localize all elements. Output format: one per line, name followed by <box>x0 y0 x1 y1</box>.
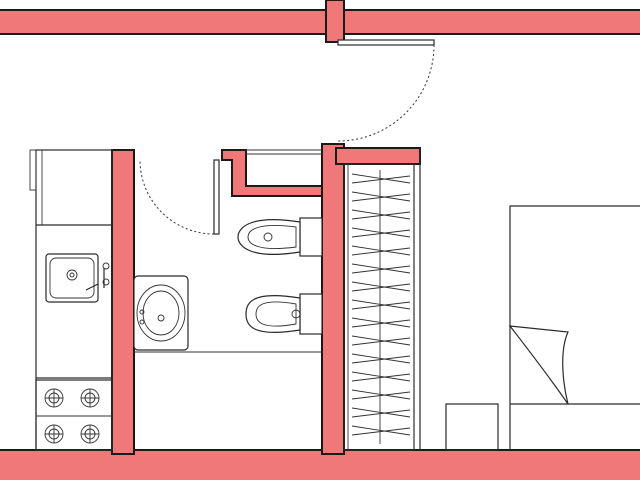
nightstand <box>445 403 499 451</box>
top-wall-right <box>343 9 640 35</box>
door-pillar <box>325 0 345 43</box>
bathroom-shaft-wall <box>221 149 323 197</box>
bathroom <box>133 149 323 353</box>
bathroom-right-wall <box>321 143 345 455</box>
wardrobe-top-wall <box>335 147 421 165</box>
bidet <box>245 293 323 335</box>
entrance-door-swing <box>337 44 435 142</box>
bottom-wall <box>0 449 640 480</box>
kitchen-bathroom-wall <box>111 149 135 455</box>
burner-top-right <box>80 388 100 408</box>
kitchenette <box>29 149 113 451</box>
washbasin <box>133 275 189 351</box>
top-wall-left <box>0 9 327 35</box>
wardrobe-hangers <box>351 173 411 436</box>
bathroom-door-leaf <box>213 159 220 235</box>
stove <box>35 379 113 451</box>
wardrobe <box>343 148 421 451</box>
toilet <box>237 217 323 257</box>
bed <box>508 205 640 450</box>
entrance-door-leaf <box>337 39 435 46</box>
entrance-door <box>337 39 435 142</box>
burner-top-left <box>44 388 64 408</box>
bedroom <box>445 205 640 451</box>
bathroom-door-swing <box>139 159 215 235</box>
wardrobe-body <box>343 163 415 451</box>
kitchen-sink <box>45 253 110 303</box>
burner-bottom-left <box>44 424 64 444</box>
bed-sheet-fold <box>508 325 569 405</box>
burner-bottom-right <box>80 424 100 444</box>
kitchen-trim <box>29 149 37 191</box>
